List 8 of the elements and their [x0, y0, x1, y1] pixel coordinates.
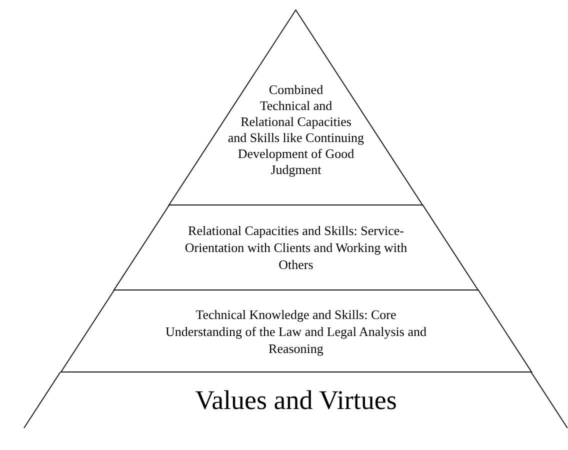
pyramid-tier	[24, 372, 568, 428]
pyramid-tier	[60, 290, 532, 372]
tier-text: Combined Technical and Relational Capacities and Skills like Continuing Development of Good Judgment	[228, 82, 364, 177]
pyramid-tier	[169, 10, 423, 205]
pyramid-tier	[114, 205, 478, 290]
tier-text: Technical Knowledge and Skills: Core Understanding of the Law and Legal Analysis and Reasoning	[164, 306, 428, 356]
tier-text: Values and Virtues	[195, 384, 397, 416]
tier-text: Relational Capacities and Skills: Service-Orientation with Clients and Working with Others	[184, 222, 408, 273]
